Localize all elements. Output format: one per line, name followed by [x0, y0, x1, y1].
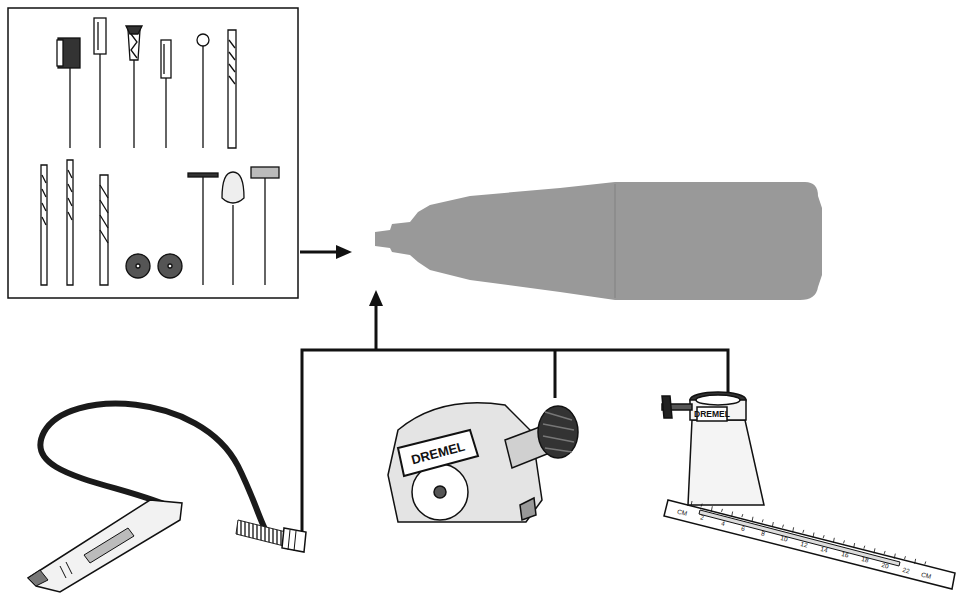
tick: [701, 504, 702, 507]
ruler-mark: 4: [720, 520, 725, 527]
tick: [803, 530, 804, 533]
tick: [813, 533, 814, 538]
tick: [833, 538, 834, 543]
tick: [752, 517, 753, 522]
circle-cutter: [662, 392, 955, 589]
tick: [874, 548, 875, 553]
tick: [721, 509, 722, 512]
rotary-tool: [375, 182, 822, 300]
ruler-mark: 22: [901, 567, 910, 575]
tick: [854, 543, 855, 548]
cutting-attachment: [388, 403, 578, 522]
tick: [823, 535, 824, 538]
tick: [772, 522, 773, 527]
tick: [732, 512, 733, 517]
ruler-mark: 12: [800, 540, 809, 548]
flex-shaft: [28, 404, 306, 592]
ruler-ticks: [691, 501, 926, 564]
tick: [864, 546, 865, 549]
brand-badge: DREMEL: [694, 410, 730, 419]
accessory-bits: [41, 18, 279, 285]
tick: [843, 540, 844, 543]
tick: [894, 554, 895, 559]
tick: [762, 519, 763, 522]
tick: [925, 561, 926, 564]
tick: [884, 551, 885, 554]
tick: [742, 514, 743, 517]
tick: [711, 506, 712, 511]
tick: [904, 556, 905, 559]
tick: [915, 559, 916, 564]
tick: [782, 525, 783, 528]
tick: [793, 527, 794, 532]
tick: [691, 501, 692, 506]
accessory-box: [8, 8, 298, 298]
